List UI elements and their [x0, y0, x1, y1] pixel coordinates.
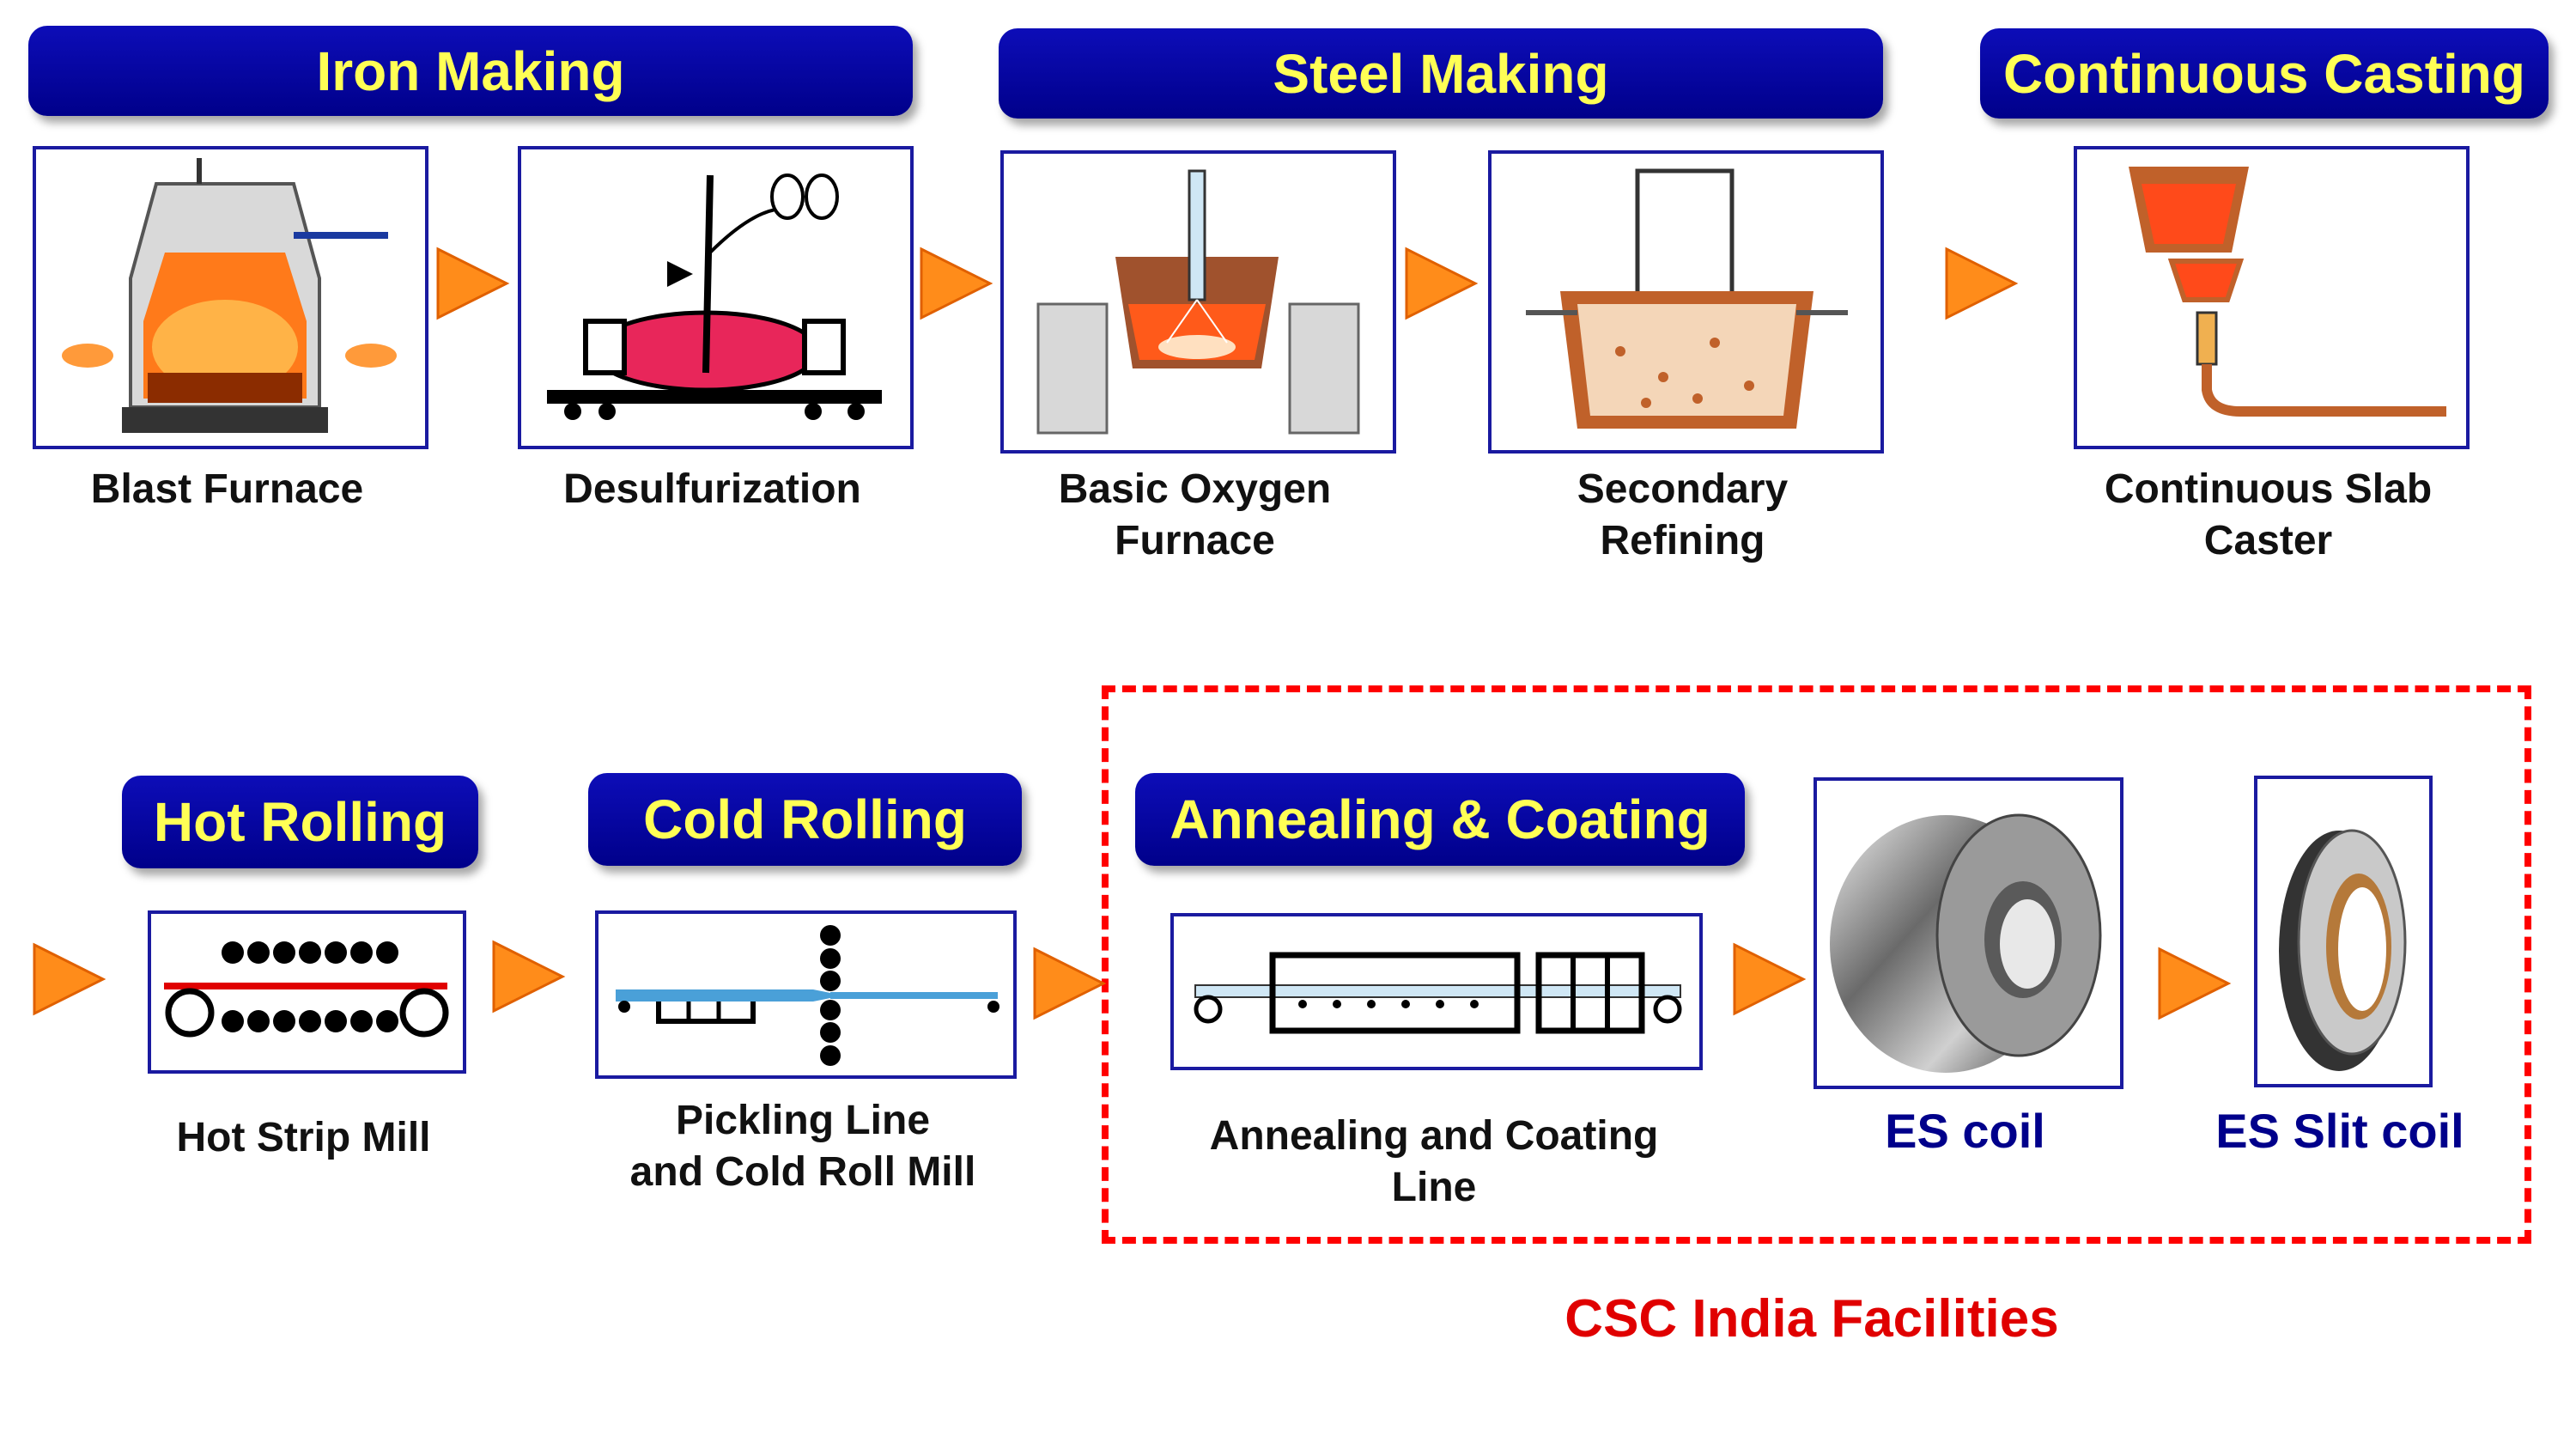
- caption-continuous-caster: Continuous Slab Caster: [2052, 464, 2484, 567]
- caption-hot-strip-mill: Hot Strip Mill: [103, 1112, 504, 1164]
- caption-annealing-line2: Line: [1391, 1165, 1477, 1210]
- caption-secondary-line2: Refining: [1600, 518, 1765, 563]
- stage-annealing-coating: Annealing & Coating: [1135, 773, 1745, 866]
- caption-annealing-line1: Annealing and Coating: [1209, 1113, 1659, 1159]
- es-slit-coil-image: [2254, 776, 2433, 1087]
- pickling-line-icon: [616, 925, 999, 1066]
- caption-bof-line2: Furnace: [1115, 518, 1275, 563]
- stage-steel-making: Steel Making: [999, 28, 1883, 119]
- stage-continuous-casting: Continuous Casting: [1980, 28, 2549, 119]
- steel-coil-icon: [1830, 813, 2102, 1073]
- stage-steel-making-label: Steel Making: [1273, 42, 1609, 105]
- caption-es-coil: ES coil: [1814, 1105, 2117, 1157]
- csc-india-facilities-label: CSC India Facilities: [1564, 1289, 2059, 1349]
- caption-es-coil-text: ES coil: [1885, 1104, 2045, 1158]
- stage-cold-rolling: Cold Rolling: [588, 773, 1022, 866]
- stage-cold-rolling-label: Cold Rolling: [643, 788, 967, 850]
- desulfurization-icon: [547, 174, 882, 420]
- caption-blast-furnace-text: Blast Furnace: [90, 466, 364, 512]
- basic-oxygen-furnace-icon: [1036, 169, 1360, 435]
- secondary-refining-icon: [1526, 168, 1848, 429]
- caption-es-slit-coil-text: ES Slit coil: [2215, 1104, 2464, 1158]
- stage-iron-making-label: Iron Making: [316, 40, 625, 102]
- blast-furnace-image: [33, 146, 428, 449]
- flow-arrow-icon: [1945, 247, 2019, 320]
- hot-strip-mill-icon: [164, 941, 449, 1038]
- flow-arrow-icon: [492, 940, 566, 1014]
- caption-pickling-line: Pickling Line and Cold Roll Mill: [567, 1095, 1039, 1198]
- stage-iron-making: Iron Making: [28, 26, 913, 116]
- caption-pickling-line2: and Cold Roll Mill: [629, 1149, 976, 1195]
- caption-secondary-line1: Secondary: [1577, 466, 1789, 512]
- caption-blast-furnace: Blast Furnace: [33, 464, 422, 515]
- hot-strip-mill-image: [148, 910, 466, 1074]
- stage-hot-rolling-label: Hot Rolling: [153, 791, 447, 853]
- flow-arrow-icon: [2158, 947, 2232, 1020]
- caption-annealing-line: Annealing and Coating Line: [1142, 1111, 1726, 1214]
- bof-image: [1000, 150, 1396, 454]
- caption-pickling-line1: Pickling Line: [675, 1098, 931, 1143]
- flow-arrow-icon: [920, 247, 993, 320]
- annealing-coating-line-icon: [1194, 952, 1682, 1034]
- blast-furnace-icon: [62, 158, 397, 433]
- caption-es-slit-coil: ES Slit coil: [2172, 1105, 2507, 1157]
- csc-india-facilities-boundary: [1102, 685, 2531, 1244]
- flow-arrow-icon: [1733, 942, 1807, 1016]
- caption-bof-line1: Basic Oxygen: [1058, 466, 1332, 512]
- desulfurization-image: [518, 146, 914, 449]
- caption-desulfurization: Desulfurization: [518, 464, 907, 515]
- pickling-line-image: [595, 910, 1017, 1079]
- caption-caster-line2: Caster: [2203, 518, 2333, 563]
- flow-arrow-icon: [33, 942, 106, 1016]
- caption-secondary-refining: Secondary Refining: [1488, 464, 1877, 567]
- flow-arrow-icon: [1033, 947, 1107, 1020]
- stage-hot-rolling: Hot Rolling: [122, 776, 478, 868]
- caption-bof: Basic Oxygen Furnace: [1000, 464, 1389, 567]
- stage-continuous-casting-label: Continuous Casting: [2003, 42, 2525, 105]
- secondary-refining-image: [1488, 150, 1884, 454]
- caption-hot-strip-mill-text: Hot Strip Mill: [176, 1115, 431, 1160]
- caption-caster-line1: Continuous Slab: [2104, 466, 2433, 512]
- flow-arrow-icon: [1405, 247, 1479, 320]
- annealing-line-image: [1170, 913, 1703, 1070]
- es-coil-image: [1814, 777, 2123, 1089]
- caption-desulfurization-text: Desulfurization: [563, 466, 861, 512]
- continuous-caster-icon: [2129, 167, 2446, 417]
- flow-arrow-icon: [436, 247, 510, 320]
- continuous-caster-image: [2074, 146, 2470, 449]
- slit-coil-icon: [2279, 829, 2407, 1071]
- stage-annealing-coating-label: Annealing & Coating: [1170, 788, 1710, 850]
